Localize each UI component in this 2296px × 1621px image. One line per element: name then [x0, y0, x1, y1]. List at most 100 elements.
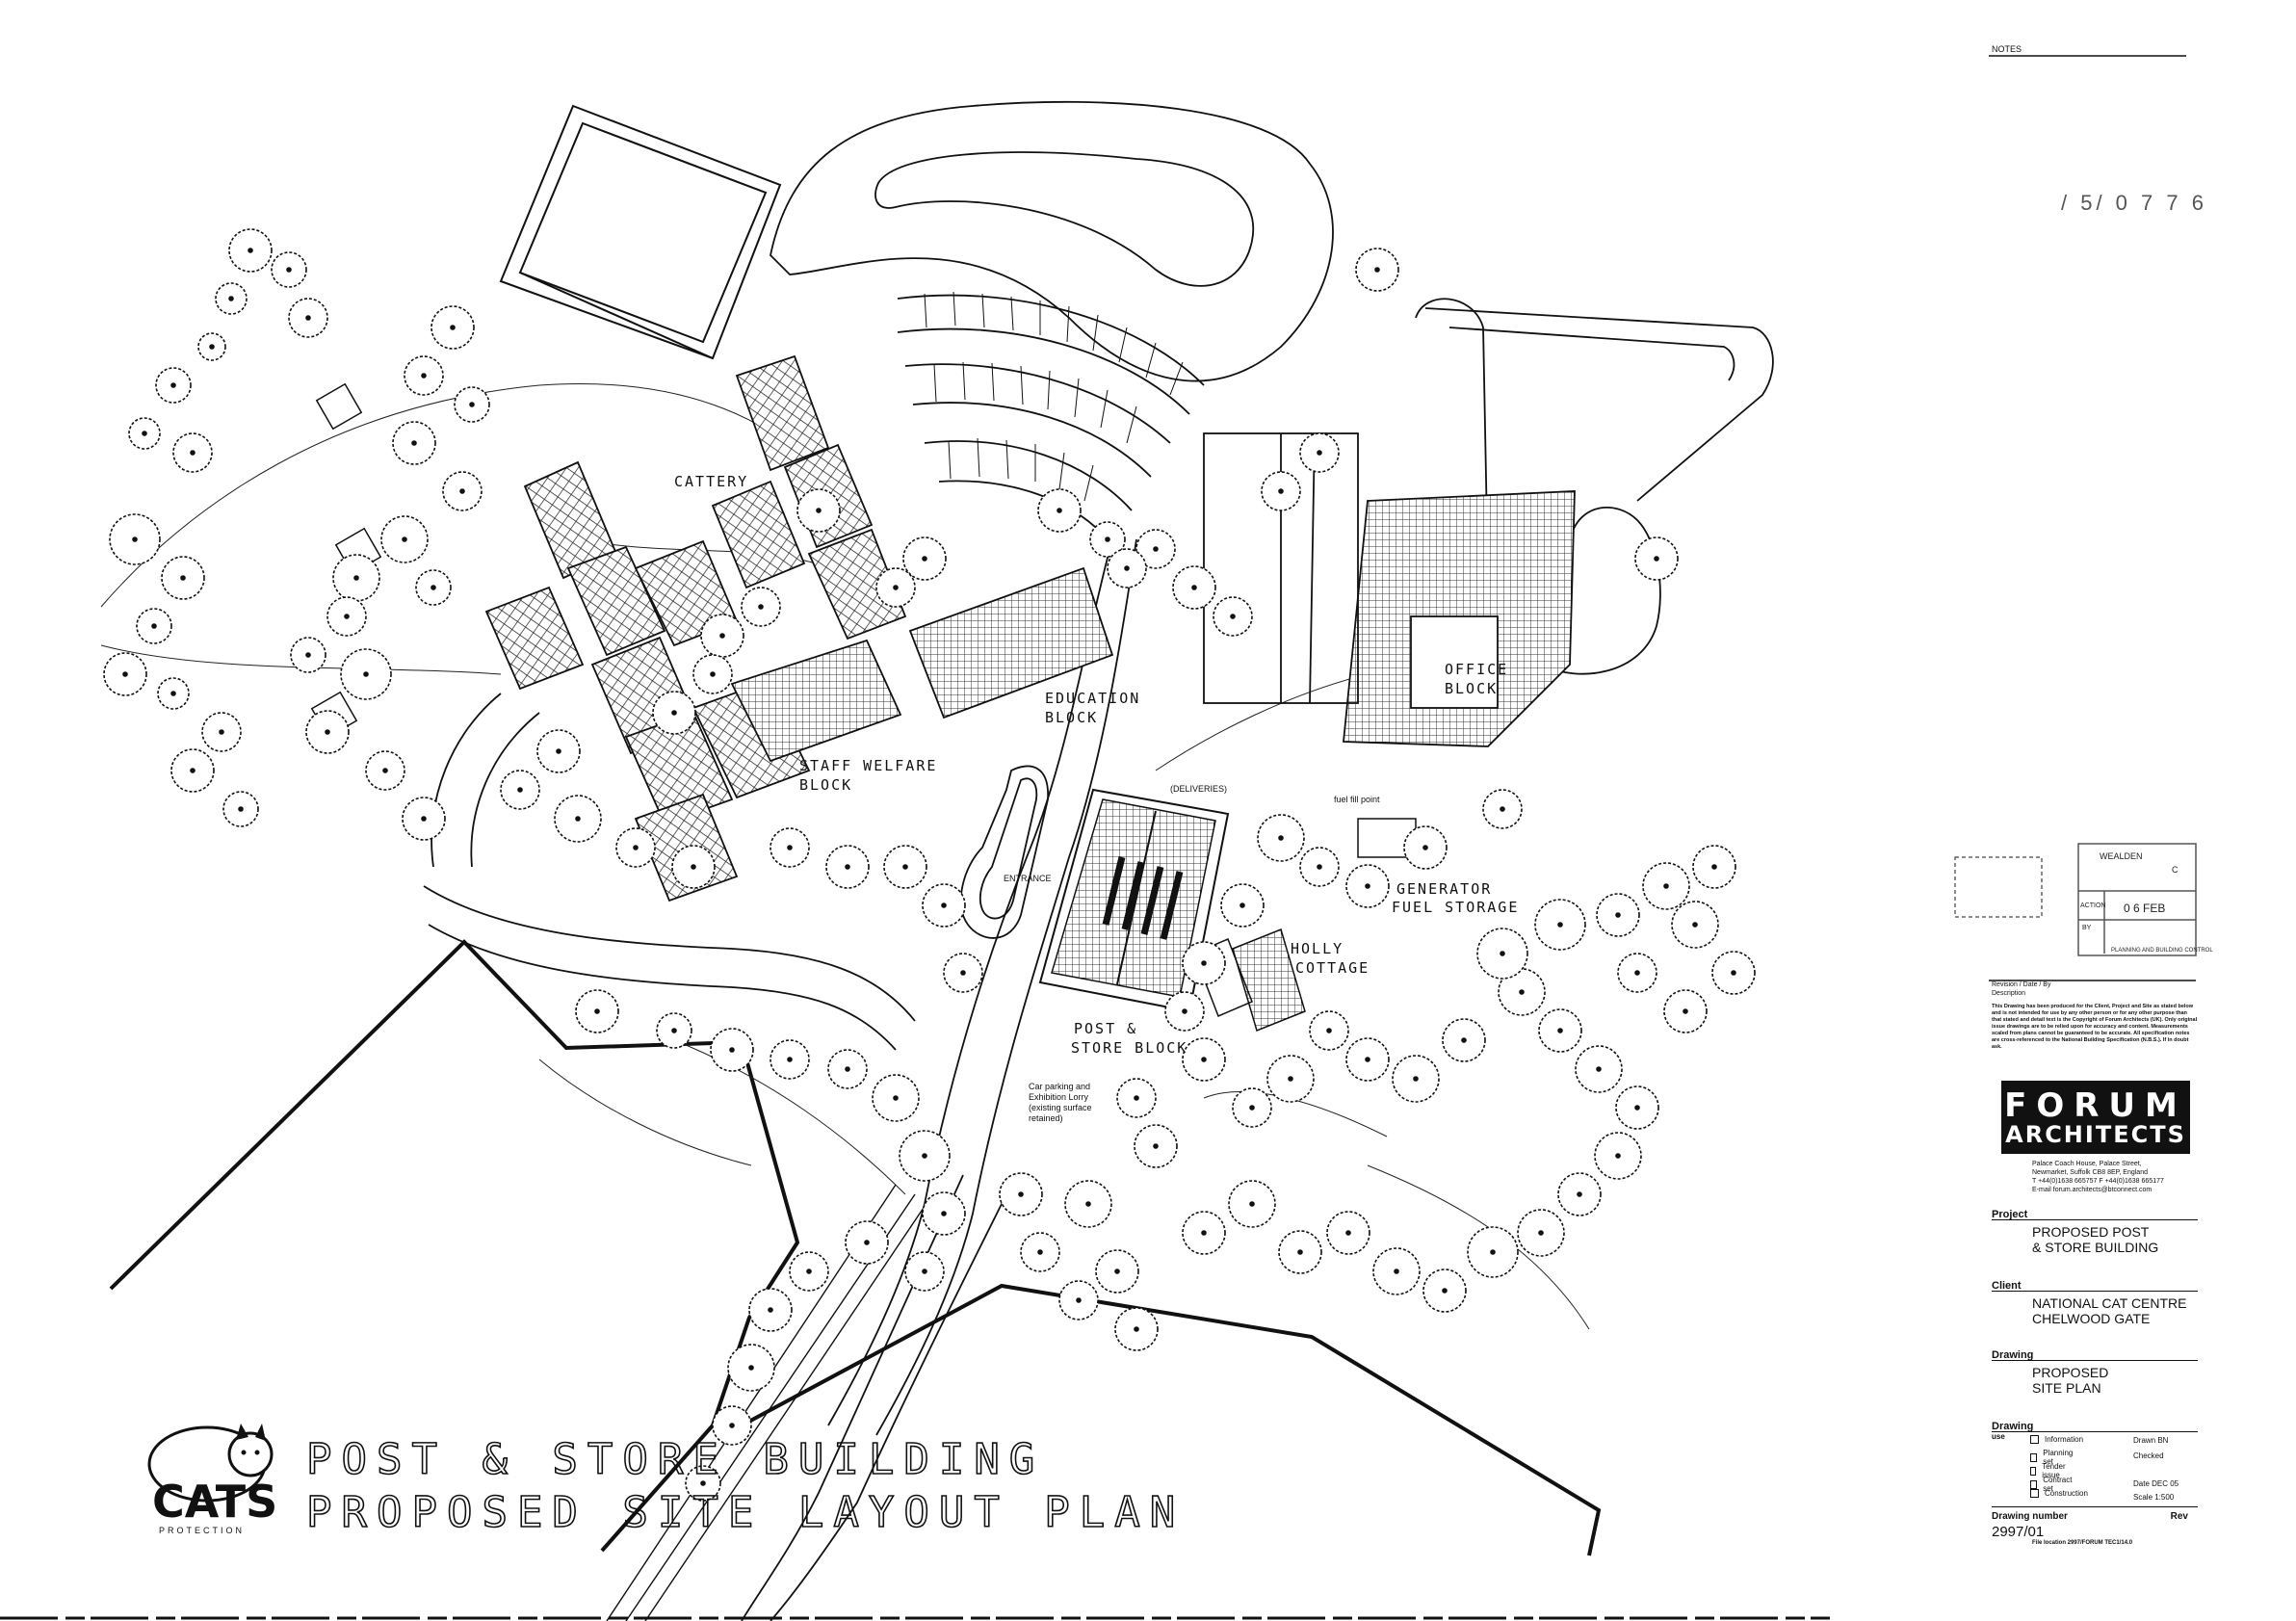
status-label: Tender issue: [2042, 1462, 2066, 1479]
drawing-title: POST & STORE BUILDING PROPOSED SITE LAYO…: [305, 1434, 1176, 1538]
tree-trunk: [893, 585, 899, 590]
tree-trunk: [363, 671, 369, 677]
tree-trunk: [922, 556, 927, 562]
tree-trunk: [1538, 1230, 1544, 1236]
status-item: Information: [2030, 1435, 2083, 1444]
tree-trunk: [902, 864, 908, 870]
svg-text:BY: BY: [2082, 925, 2092, 931]
tree-trunk: [421, 816, 427, 822]
file-location: File location 2997/FORUM TEC1/14.0: [2032, 1540, 2133, 1546]
status-item: Tender issue: [2030, 1462, 2068, 1479]
tree-trunk: [402, 536, 407, 542]
tree-trunk: [1239, 902, 1245, 908]
access-road: [423, 100, 1774, 1621]
tree-trunk: [228, 296, 234, 301]
tree-trunk: [122, 671, 128, 677]
status-checkbox: [2030, 1489, 2039, 1498]
project-section: Project PROPOSED POST & STORE BUILDING: [1992, 1209, 2198, 1255]
tree-trunk: [421, 373, 427, 379]
tree-trunk: [1317, 864, 1322, 870]
tree-trunk: [1519, 989, 1525, 995]
status-checkbox: [2030, 1479, 2038, 1489]
wealden-stamp: [1954, 843, 2197, 956]
tree-trunk: [1731, 970, 1736, 976]
tree-trunk: [1500, 951, 1505, 956]
tree-trunk: [1153, 1143, 1159, 1149]
tree-trunk: [787, 1057, 793, 1062]
status-checkbox: [2030, 1435, 2039, 1444]
tree-trunk: [864, 1240, 870, 1245]
svg-text:STAFF WELFARE: STAFF WELFARE: [799, 757, 937, 774]
tree-trunk: [1057, 508, 1062, 513]
drawing-status-section: Drawing use: [1992, 1421, 2198, 1441]
stamp-number: / 5/ 0 7 7 6: [2061, 191, 2207, 215]
tree-trunk: [1288, 1076, 1293, 1082]
tree-trunk: [1037, 1249, 1043, 1255]
tree-trunk: [517, 787, 523, 793]
tree-trunk: [1663, 883, 1669, 889]
tree-trunk: [411, 440, 417, 446]
tree-trunk: [1085, 1201, 1091, 1207]
tree-trunk: [748, 1365, 754, 1371]
tree-trunk: [450, 325, 456, 330]
drawing-date: Date DEC 05: [2133, 1479, 2179, 1488]
checked-by: Checked: [2133, 1451, 2164, 1460]
tree-trunk: [1326, 1028, 1332, 1033]
svg-text:ENTRANCE: ENTRANCE: [1004, 874, 1052, 883]
tree-trunk: [1442, 1288, 1448, 1294]
svg-text:POST &: POST &: [1074, 1020, 1137, 1037]
tree-trunk: [248, 248, 253, 253]
tree-trunk: [1557, 1028, 1563, 1033]
tree-trunk: [710, 671, 716, 677]
svg-text:BLOCK: BLOCK: [799, 776, 852, 794]
title-block-lines: [1989, 55, 2196, 981]
tree-trunk: [1596, 1066, 1602, 1072]
tree-trunk: [729, 1423, 735, 1428]
tree-trunk: [1134, 1095, 1139, 1101]
svg-text:BLOCK: BLOCK: [1045, 709, 1098, 726]
status-label: Contract set: [2043, 1476, 2073, 1493]
status-item: Contract set: [2030, 1476, 2074, 1493]
status-item: Construction: [2030, 1489, 2088, 1498]
tree-trunk: [575, 816, 581, 822]
tree-trunk: [1683, 1008, 1688, 1014]
tree-trunk: [922, 1268, 927, 1274]
office-block: [1203, 432, 1576, 747]
status-label: Information: [2045, 1435, 2084, 1444]
svg-text:STORE BLOCK: STORE BLOCK: [1071, 1039, 1187, 1057]
svg-text:Car parking and: Car parking and: [1029, 1082, 1090, 1091]
tree-trunk: [325, 729, 330, 735]
tree-trunk: [151, 623, 157, 629]
status-checkbox: [2030, 1466, 2037, 1476]
svg-text:0 6 FEB: 0 6 FEB: [2124, 902, 2165, 915]
holly-cottage: [1193, 928, 1306, 1033]
plan-labels: CATTERY EDUCATION BLOCK STAFF WELFARE BL…: [674, 473, 1517, 1123]
svg-text:CATS: CATS: [152, 1476, 277, 1528]
tree-trunk: [671, 1028, 677, 1033]
tree-trunk: [1278, 488, 1284, 494]
svg-text:PLANNING AND BUILDING CONTROL: PLANNING AND BUILDING CONTROL: [2111, 948, 2213, 954]
svg-text:(DELIVERIES): (DELIVERIES): [1170, 784, 1227, 794]
tree-trunk: [1230, 614, 1236, 619]
tree-trunk: [1076, 1297, 1082, 1303]
tree-trunk: [1615, 912, 1621, 918]
tree-trunk: [556, 748, 561, 754]
tree-trunk: [1615, 1153, 1621, 1159]
tree-trunk: [1374, 267, 1380, 273]
tree-trunk: [382, 768, 388, 773]
tree-trunk: [845, 1066, 850, 1072]
tree-trunk: [1317, 450, 1322, 456]
tree-trunk: [1201, 1230, 1207, 1236]
svg-text:PROTECTION: PROTECTION: [159, 1526, 245, 1535]
tree-trunk: [700, 1480, 706, 1486]
forum-architects-logo: FORUM ARCHITECTS: [2001, 1081, 2190, 1154]
tree-trunk: [1711, 864, 1717, 870]
drawing-number: 2997/01: [1992, 1524, 2045, 1540]
cats-protection-logo: CATS PROTECTION: [147, 1424, 277, 1535]
svg-text:EDUCATION: EDUCATION: [1045, 690, 1140, 707]
tree-trunk: [691, 864, 696, 870]
svg-text:Exhibition Lorry: Exhibition Lorry: [1029, 1092, 1089, 1102]
tree-trunk: [941, 1211, 947, 1216]
tree-trunk: [1249, 1105, 1255, 1111]
tree-trunk: [1490, 1249, 1496, 1255]
